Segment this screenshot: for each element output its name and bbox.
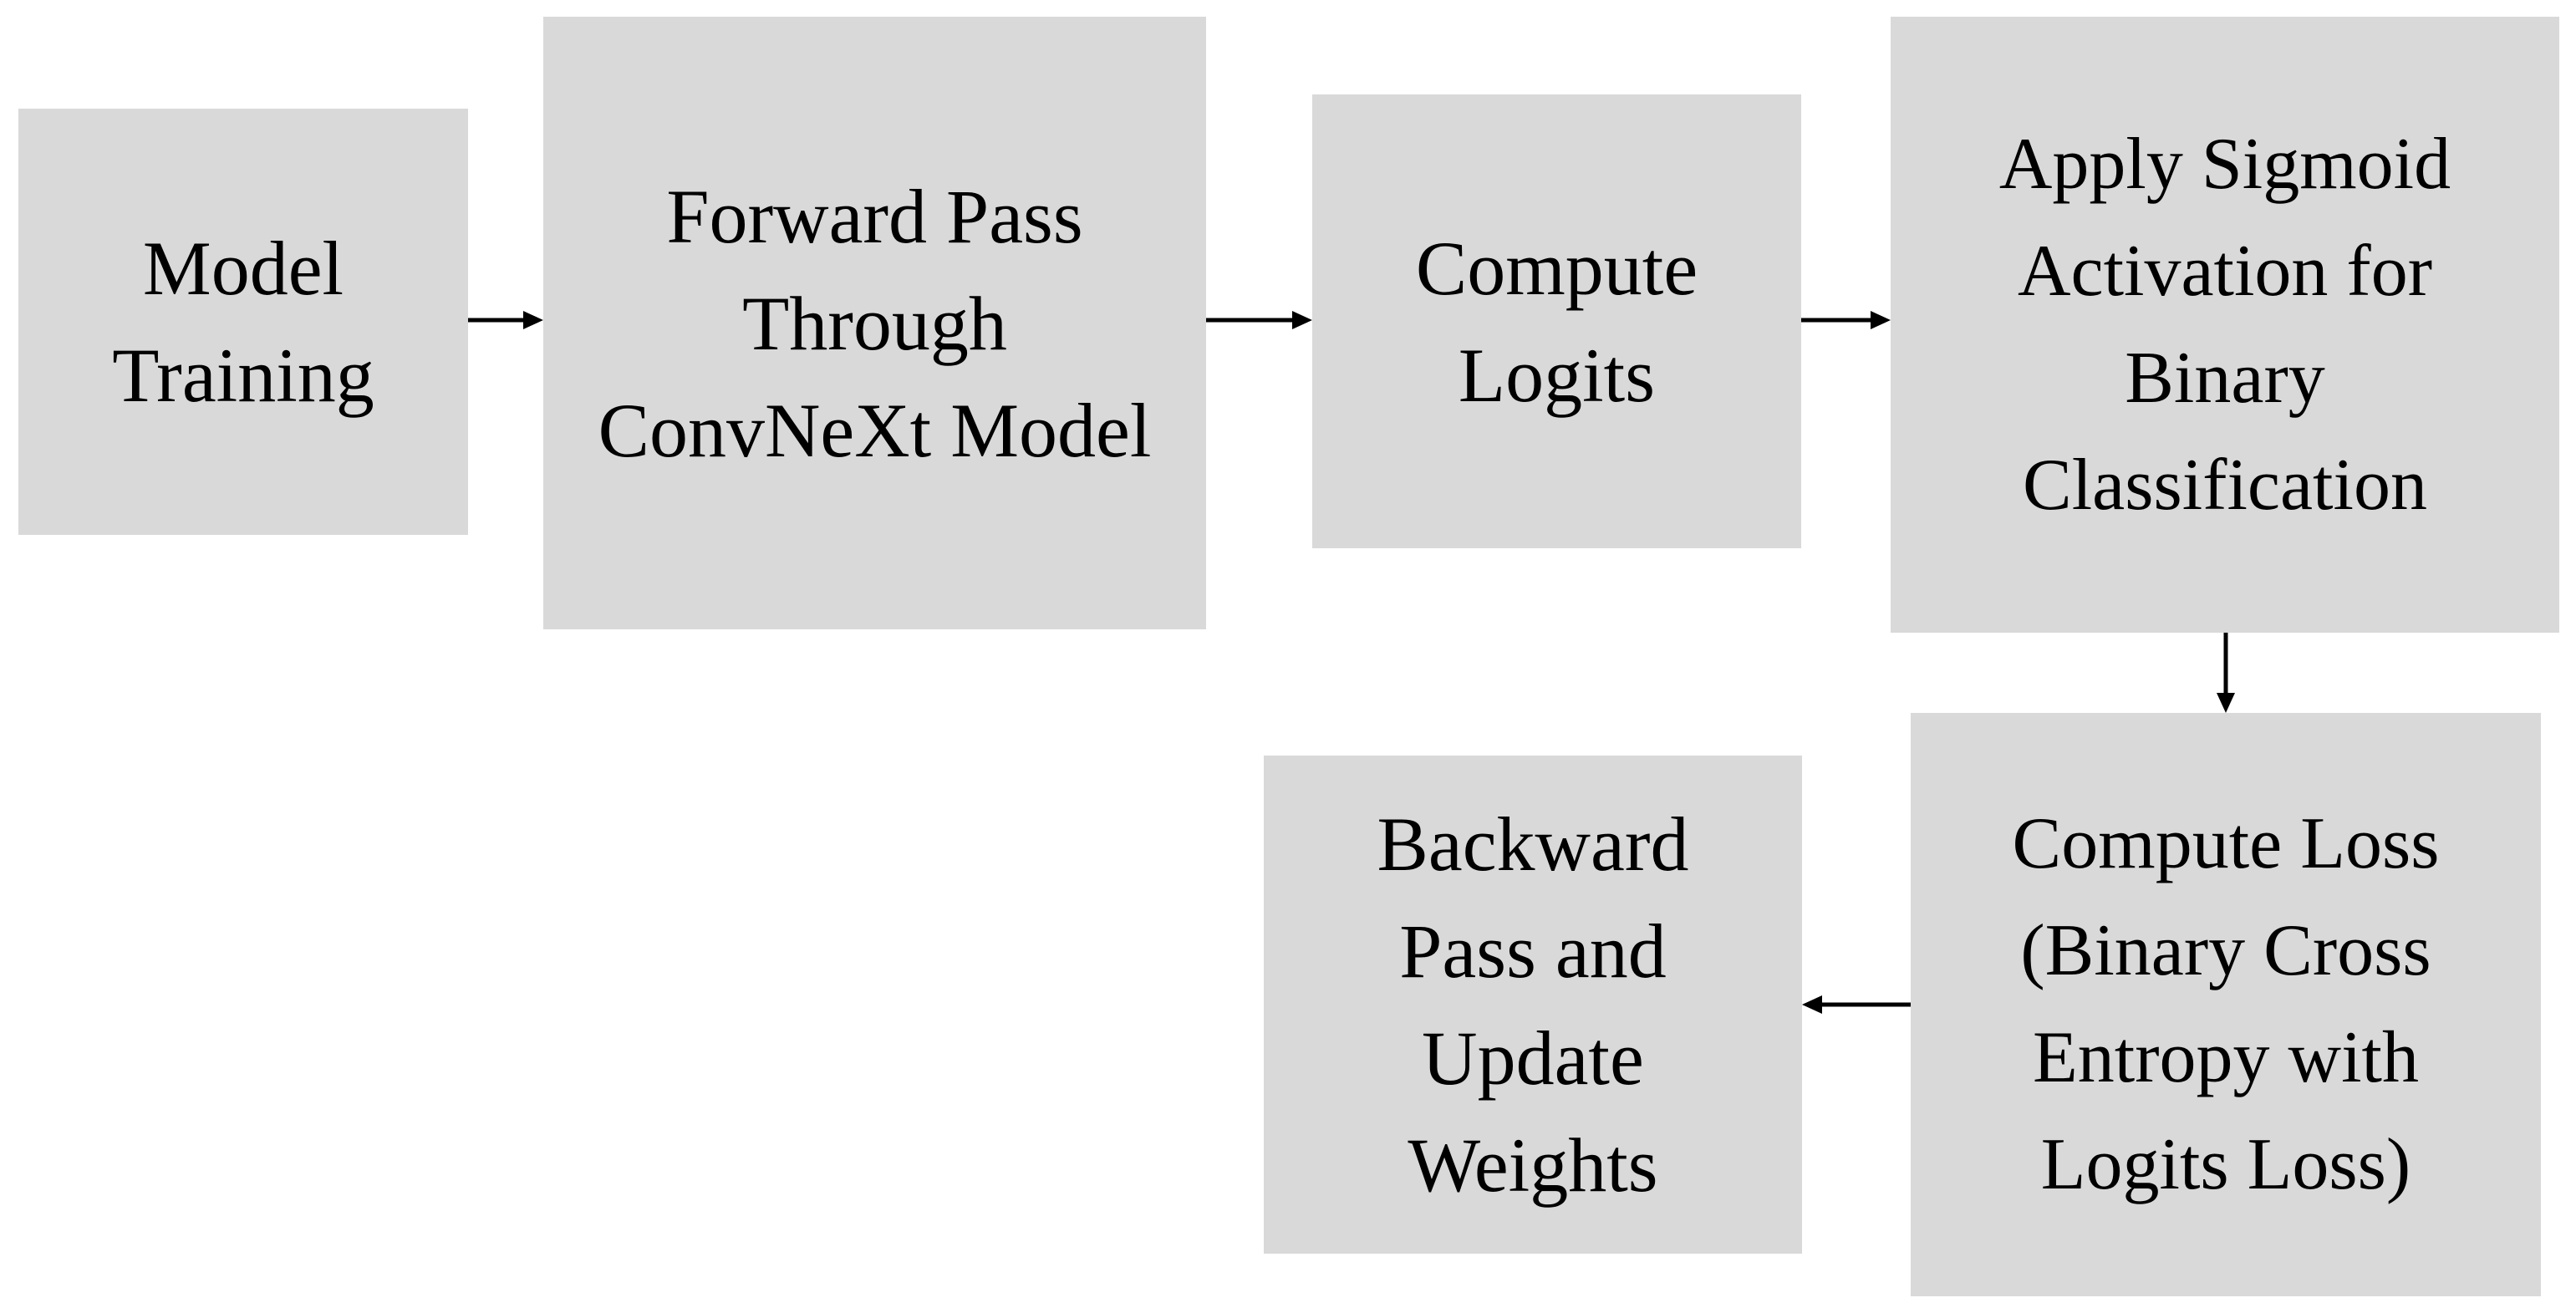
backward-pass-box: Backward Pass and Update Weights bbox=[1264, 756, 1802, 1254]
forward-pass-label: Forward Pass Through ConvNeXt Model bbox=[598, 173, 1152, 473]
arrowhead-right-icon bbox=[1871, 311, 1891, 329]
compute-logits-label: Compute Logits bbox=[1415, 225, 1698, 418]
arrowhead-down-icon bbox=[2217, 693, 2235, 713]
forward-pass-box: Forward Pass Through ConvNeXt Model bbox=[543, 17, 1206, 629]
apply-sigmoid-box: Apply Sigmoid Activation for Binary Clas… bbox=[1891, 17, 2559, 633]
arrowhead-right-icon bbox=[1292, 311, 1312, 329]
compute-logits-box: Compute Logits bbox=[1312, 94, 1801, 548]
compute-loss-label: Compute Loss (Binary Cross Entropy with … bbox=[2012, 803, 2440, 1205]
model-training-label: Model Training bbox=[112, 226, 374, 418]
arrowhead-left-icon bbox=[1802, 995, 1822, 1014]
arrowhead-right-icon bbox=[523, 311, 543, 329]
model-training-box: Model Training bbox=[18, 109, 468, 535]
compute-loss-box: Compute Loss (Binary Cross Entropy with … bbox=[1911, 713, 2541, 1296]
backward-pass-label: Backward Pass and Update Weights bbox=[1377, 802, 1689, 1208]
apply-sigmoid-label: Apply Sigmoid Activation for Binary Clas… bbox=[1998, 123, 2451, 526]
